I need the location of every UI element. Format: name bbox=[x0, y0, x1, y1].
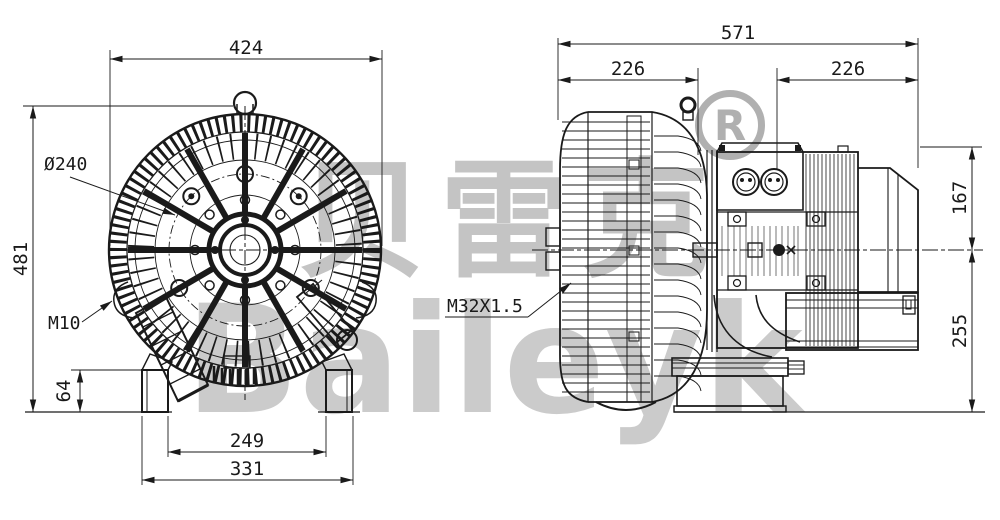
front-view-outlet-stub bbox=[295, 279, 358, 351]
registered-trademark-letter: R bbox=[713, 100, 747, 150]
side-view-dimensions: 571 226 226 167 255 M32X1.5 bbox=[445, 22, 982, 412]
registered-trademark-icon: R bbox=[695, 90, 765, 160]
dim-label-m32: M32X1.5 bbox=[447, 296, 523, 317]
front-view-angled-silencer bbox=[134, 295, 210, 403]
dim-label-571: 571 bbox=[721, 22, 755, 44]
front-view-bottom-fins bbox=[212, 355, 256, 385]
housing-bottom-tip bbox=[595, 401, 657, 411]
elbow-pipe bbox=[713, 294, 801, 358]
dim-label-diameter-240: Ø240 bbox=[44, 154, 87, 175]
cable-gland-icon bbox=[732, 168, 760, 196]
terminal-box bbox=[716, 142, 804, 211]
base-box bbox=[671, 357, 805, 413]
lifting-eye-front bbox=[232, 90, 258, 116]
cable-gland-icon bbox=[760, 168, 788, 196]
inlet-flange bbox=[545, 227, 561, 271]
housing-curved-fins bbox=[654, 135, 702, 392]
dim-label-249: 249 bbox=[230, 430, 264, 452]
dim-label-481: 481 bbox=[10, 242, 32, 276]
fan-cowl bbox=[858, 167, 919, 293]
side-view bbox=[532, 96, 985, 413]
lifting-eye-side bbox=[679, 96, 697, 121]
front-view-dimensions: 424 481 Ø240 M10 64 249 331 bbox=[10, 37, 383, 485]
right-ear-tab bbox=[355, 281, 377, 319]
left-ear-tab bbox=[113, 281, 135, 319]
dim-label-m10: M10 bbox=[48, 313, 81, 334]
dim-label-167: 167 bbox=[949, 181, 971, 215]
dim-label-424: 424 bbox=[229, 37, 263, 59]
dim-label-331: 331 bbox=[230, 458, 264, 480]
dim-label-255: 255 bbox=[949, 314, 971, 348]
dim-label-64: 64 bbox=[53, 380, 75, 403]
dim-label-226-left: 226 bbox=[611, 58, 645, 80]
housing-fins bbox=[562, 121, 650, 393]
housing-rib bbox=[626, 115, 642, 403]
dim-label-226-right: 226 bbox=[831, 58, 865, 80]
front-view bbox=[107, 90, 383, 413]
discharge-silencer bbox=[785, 292, 919, 351]
intermediate-flange bbox=[706, 150, 718, 352]
